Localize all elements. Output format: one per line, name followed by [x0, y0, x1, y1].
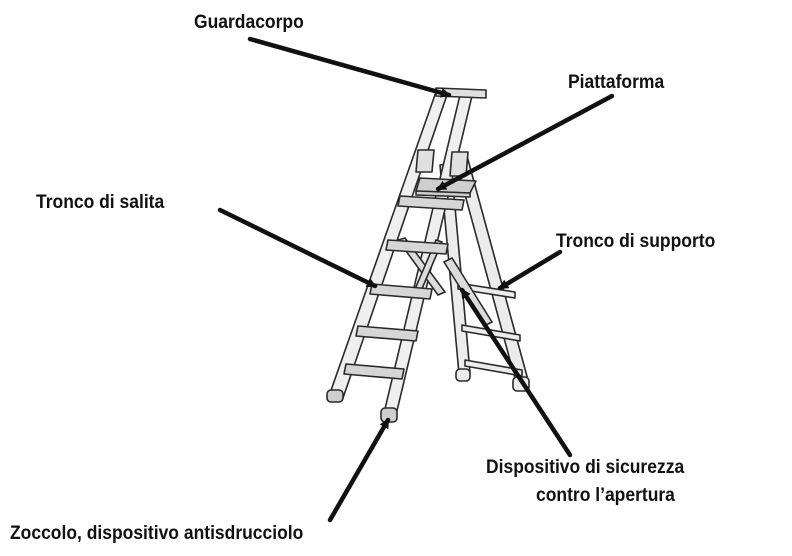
steps: [343, 195, 465, 380]
label-zoccolo: Zoccolo, dispositivo antisdrucciolo: [10, 523, 304, 544]
arrow-guardacorpo: [247, 36, 452, 98]
callout-arrows: [217, 36, 615, 523]
label-guardacorpo: Guardacorpo: [194, 12, 304, 33]
label-tronco-salita: Tronco di salita: [36, 192, 165, 213]
arrow-tronco-supporto: [497, 249, 563, 291]
arrow-piattaforma: [435, 93, 615, 192]
arrow-zoccolo: [327, 417, 391, 523]
platform: [415, 177, 477, 198]
arrow-dispositivo-sicurezza: [459, 287, 573, 458]
arrow-tronco-salita: [217, 207, 378, 289]
label-piattaforma: Piattaforma: [568, 72, 665, 93]
label-dispositivo-sicurezza-line2: contro l’apertura: [536, 485, 675, 506]
label-tronco-supporto: Tronco di supporto: [556, 231, 716, 252]
label-dispositivo-sicurezza-line1: Dispositivo di sicurezza: [486, 457, 685, 478]
